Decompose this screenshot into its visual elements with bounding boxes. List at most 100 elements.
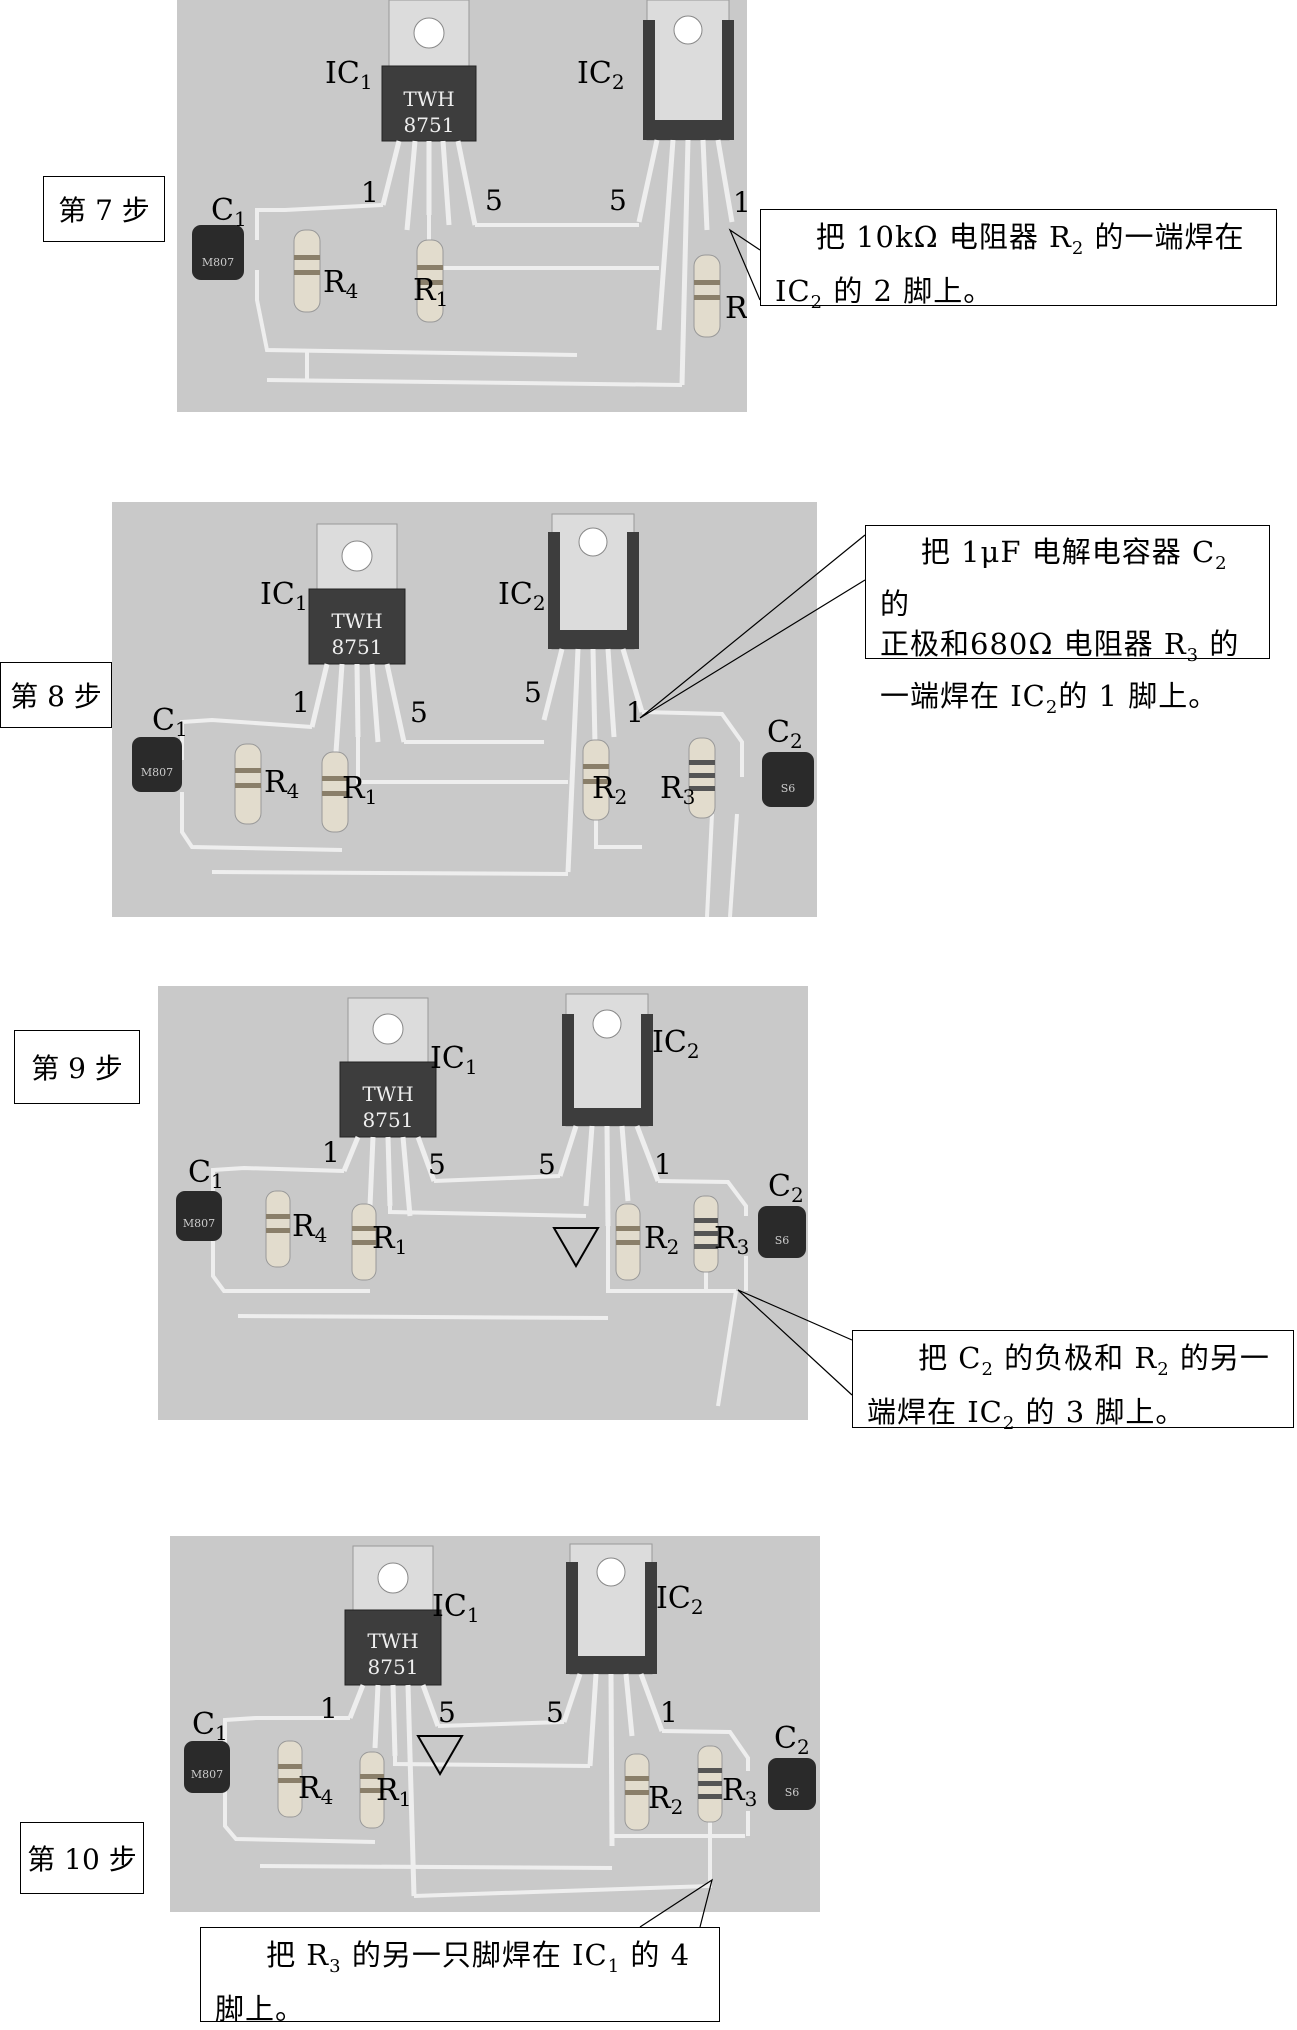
resistor-r4 [265,1190,291,1268]
step-8-note: 把 1μF 电解电容器 C2 的 正极和680Ω 电阻器 R3 的 一端焊在 I… [865,525,1270,717]
svg-text:M807: M807 [191,1768,223,1781]
c2-label: C2 [767,715,803,753]
capacitor-c2: S6 [762,752,814,807]
step-10-note: 把 R3 的另一只脚焊在 IC1 的 4 脚上。 [200,1927,720,2026]
resistor-r2 [624,1753,650,1831]
step-9-note: 把 C2 的负极和 R2 的另一 端焊在 IC2 的 3 脚上。 [852,1330,1294,1434]
step-10-label: 第 10 步 [20,1822,144,1894]
solder-point-marker [552,1227,600,1268]
resistor-r1 [359,1751,385,1829]
r3-label: R3 [722,1773,757,1811]
ic1-label: IC1 [325,56,373,94]
resistor-r1 [321,751,349,833]
capacitor-c1: M807 [184,1741,230,1793]
ic1-chip: TWH 8751 [339,997,437,1217]
svg-text:S6: S6 [781,782,796,795]
resistor-r3 [688,737,716,819]
ic1-pin1-label: 1 [361,176,379,209]
wiring [211,1165,748,1407]
ic1-chip: TWH 8751 [308,523,407,753]
c2-label: C2 [768,1169,804,1207]
c2-label: C2 [774,1721,810,1759]
svg-text:TWH: TWH [331,609,382,633]
wiring [255,203,683,387]
svg-text:S6: S6 [785,1786,800,1799]
wiring [180,710,744,918]
step-9-label: 第 9 步 [14,1030,140,1104]
ic2-chip [561,1543,665,1847]
step-10-circuit: TWH 8751 [170,1536,820,1912]
svg-text:8751: 8751 [368,1655,419,1679]
ic2-pin1-label: 1 [626,696,644,729]
capacitor-c1: M807 [176,1191,222,1241]
ic1-pin5-label: 5 [485,184,503,217]
resistor-r4 [234,743,262,825]
ic2-label: IC2 [652,1025,700,1063]
resistor-r4 [277,1740,303,1818]
r2-label: R2 [648,1781,683,1819]
ic2-chip [541,513,645,873]
step-8-circuit: TWH 8751 [112,502,817,918]
capacitor-c2: S6 [768,1758,816,1810]
ic2-label: IC2 [577,56,625,94]
ic1-label: IC1 [432,1589,480,1627]
svg-text:8751: 8751 [332,635,383,659]
r4-label: R4 [292,1209,327,1247]
resistor-r2 [615,1203,641,1281]
svg-text:8751: 8751 [404,113,455,137]
r1-label: R1 [413,273,448,311]
step-8-label: 第 8 步 [0,662,112,728]
step-9-photo: TWH 8751 [158,986,808,1420]
r4-label: R4 [264,765,299,803]
r1-label: R1 [342,771,377,809]
svg-text:M807: M807 [141,766,173,779]
resistor-r3 [697,1745,723,1823]
r4-label: R4 [298,1771,333,1809]
c1-label: C1 [192,1707,228,1745]
step-10-photo: TWH 8751 [170,1536,820,1912]
ic2-pin5-label: 5 [524,676,542,709]
ic1-pin5-label: 5 [428,1148,446,1181]
ic2-chip [557,993,661,1227]
ic1-pin5-label: 5 [438,1696,456,1729]
r3-label: R3 [714,1221,749,1259]
ic1-pin1-label: 1 [292,686,310,719]
svg-text:8751: 8751 [363,1108,414,1132]
resistor-r1 [351,1203,377,1281]
c1-label: C1 [211,193,247,231]
svg-text:S6: S6 [775,1234,790,1247]
step-9-circuit: TWH 8751 [158,986,808,1420]
resistor-r4 [293,229,321,313]
ic2-label: IC2 [498,577,546,615]
capacitor-c1: M807 [192,225,244,280]
ic2-pin1-label: 1 [733,186,747,219]
ic1-label: IC1 [260,577,308,615]
resistor-r3 [693,1195,719,1273]
r1-label: R1 [376,1773,411,1811]
resistor-r2 [582,739,610,821]
solder-point-marker [416,1735,464,1776]
r2-label: R2 [592,771,627,809]
svg-text:M807: M807 [183,1217,215,1230]
step-8-photo: TWH 8751 [112,502,817,918]
svg-text:M807: M807 [202,256,234,269]
r2-label: R2 [644,1221,679,1259]
step-7-photo: TWH 8751 [177,0,760,412]
r2-label: R2 [725,291,747,329]
ic2-chip [636,0,735,386]
ic1-chip: TWH 8751 [380,0,478,231]
step-7-circuit: TWH 8751 [177,0,760,412]
svg-text:TWH: TWH [367,1629,418,1653]
resistor-r2 [693,254,721,338]
step-7-label: 第 7 步 [43,176,165,242]
ic1-label: IC1 [430,1041,478,1079]
ic1-pin1-label: 1 [320,1692,338,1725]
r3-label: R3 [660,771,695,809]
ic1-pin1-label: 1 [322,1136,340,1169]
c1-label: C1 [152,703,188,741]
ic2-pin1-label: 1 [654,1148,672,1181]
ic2-label: IC2 [656,1581,704,1619]
ic2-pin5-label: 5 [546,1696,564,1729]
ic2-pin5-label: 5 [538,1148,556,1181]
c1-label: C1 [188,1155,224,1193]
